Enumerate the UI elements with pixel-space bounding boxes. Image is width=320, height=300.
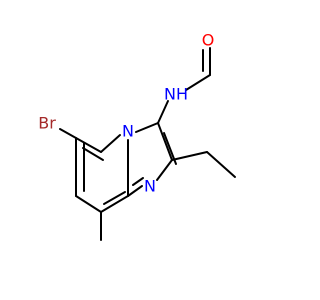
bond-c7-c8 (75, 195, 102, 213)
bond-c8-c8a-inner (103, 191, 126, 205)
bond-c3-c2 (157, 122, 173, 161)
ring-nitrogen-atom-label: N (122, 122, 134, 141)
amide-nitrogen-atom-label: NH (164, 85, 188, 104)
bond-c6-br (59, 128, 77, 139)
bond-c2-ch2 (171, 151, 208, 161)
bond-c5-c6 (75, 137, 102, 153)
bond-c2-n1 (156, 159, 173, 181)
imine-nitrogen-atom-label: N (144, 177, 156, 196)
structure-drawing: Br N N NH O (38, 31, 236, 241)
bromine-atom-label: Br (38, 114, 56, 133)
bond-nh-cho (185, 74, 211, 91)
bond-n4-c5 (100, 134, 121, 153)
bond-c5-c6-inner (82, 147, 104, 161)
bond-n1-c8a-inner (132, 177, 144, 186)
bond-c3-nh (157, 100, 169, 124)
bond-n1-c8a (127, 185, 143, 197)
bond-n4-c3 (135, 122, 159, 133)
carbonyl-oxygen-atom-label: O (202, 31, 215, 50)
molecule-canvas: Br N N NH O (38, 30, 236, 241)
bond-ch2-ch3 (206, 151, 236, 178)
bond-c8-c8a (100, 195, 129, 213)
